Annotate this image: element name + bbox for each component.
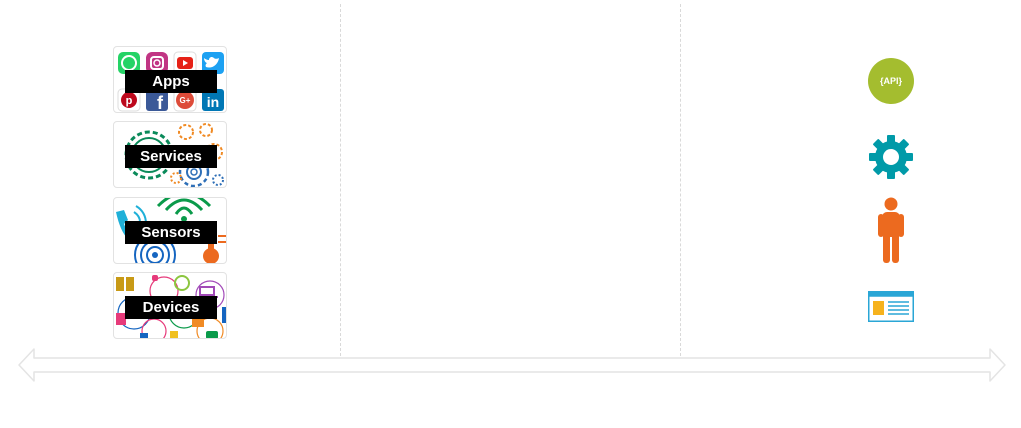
person-badge — [868, 197, 914, 265]
gear-icon — [869, 135, 913, 179]
services-label: Services — [125, 145, 217, 168]
svg-text:f: f — [157, 93, 164, 113]
svg-text:p: p — [126, 95, 133, 107]
api-badge-icon — [868, 58, 914, 104]
social-app-icons-collage: p f G+ in — [117, 51, 224, 113]
api-badge-text: {API} — [879, 76, 902, 86]
devices-label: Devices — [125, 296, 217, 319]
svg-text:G+: G+ — [180, 96, 191, 105]
apps-label: Apps — [125, 70, 217, 93]
column-divider-right — [680, 4, 681, 356]
devices-tile[interactable]: Devices — [113, 272, 227, 339]
browser-window-icon — [868, 291, 914, 322]
gear-badge — [868, 134, 914, 180]
api-badge: {API} — [868, 58, 914, 104]
sensors-label: Sensors — [125, 221, 217, 244]
person-icon — [878, 197, 904, 263]
services-tile[interactable]: Services — [113, 121, 227, 188]
horizontal-double-arrow — [18, 348, 1006, 382]
browser-window-badge — [868, 291, 914, 322]
column-divider-left — [340, 4, 341, 356]
apps-tile[interactable]: p f G+ in Apps — [113, 46, 227, 113]
sensors-tile[interactable]: Sensors — [113, 197, 227, 264]
svg-text:in: in — [207, 94, 219, 110]
